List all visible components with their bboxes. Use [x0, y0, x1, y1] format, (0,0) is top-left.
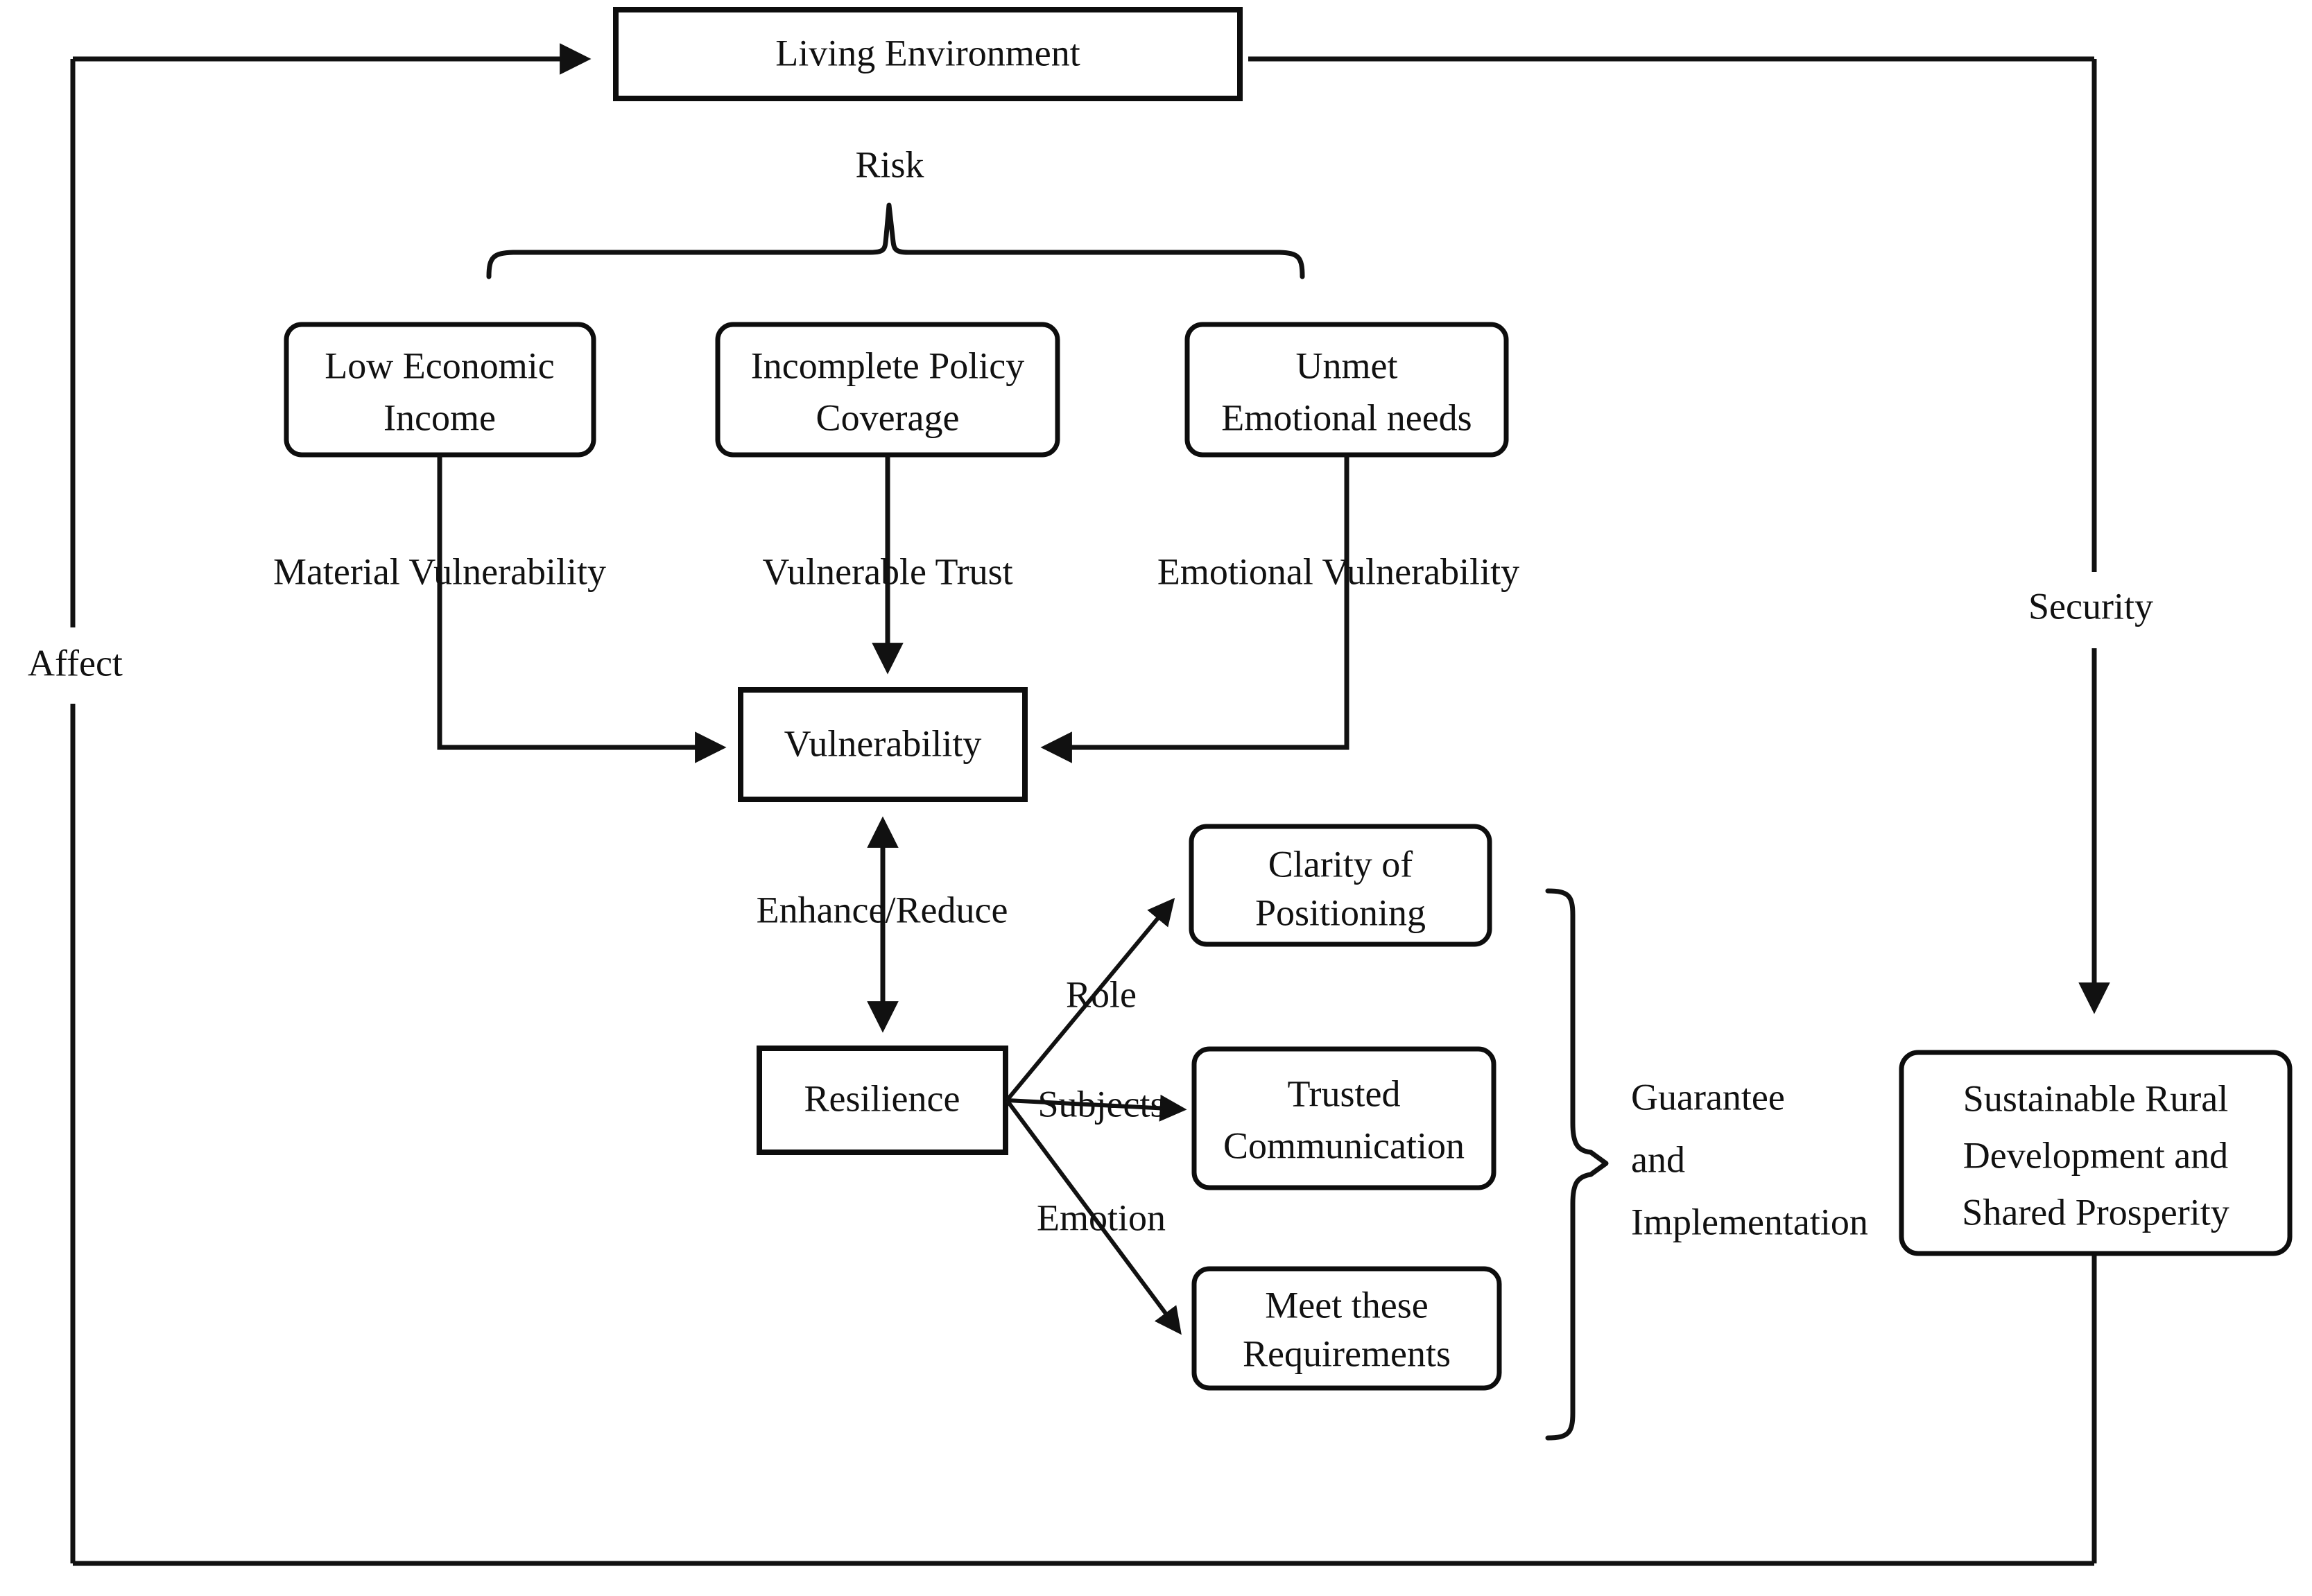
edge-low-income-to-vulnerability — [437, 455, 727, 763]
edge-label-guarantee-line1: Guarantee — [1631, 1076, 1785, 1118]
node-resilience-box[interactable] — [757, 1046, 1008, 1155]
node-clarity-label-line1: Clarity of — [1268, 843, 1413, 885]
edge-label-role: Role — [1066, 973, 1137, 1015]
affect-label-backdrop — [17, 627, 153, 704]
node-vulnerability-label: Vulnerability — [784, 722, 982, 764]
edge-label-vulnerable-trust: Vulnerable Trust — [762, 550, 1012, 592]
node-low-economic-income-label-line2: Income — [383, 397, 496, 438]
edge-label-risk: Risk — [855, 144, 924, 185]
edge-label-security: Security — [2028, 585, 2153, 627]
node-meet-requirements-label-line2: Requirements — [1243, 1333, 1451, 1374]
edge-resilience-to-clarity — [1005, 897, 1175, 1102]
edge-label-enhance-reduce: Enhance/Reduce — [757, 889, 1008, 930]
node-trusted-communication-box[interactable] — [1191, 1046, 1496, 1190]
brace-guarantee-implementation — [1545, 888, 1609, 1441]
node-unmet-emotional-needs-label-line1: Unmet — [1296, 345, 1398, 386]
edge-label-material-vulnerability: Material Vulnerability — [273, 550, 606, 592]
node-incomplete-policy-coverage-label-line2: Coverage — [816, 397, 960, 438]
node-low-economic-income-label-line1: Low Economic — [325, 345, 554, 386]
node-vulnerability-box[interactable] — [738, 687, 1028, 802]
node-living-environment-box[interactable] — [613, 7, 1243, 101]
edge-label-guarantee-line2: and — [1631, 1138, 1685, 1180]
node-meet-requirements-label-line1: Meet these — [1265, 1284, 1428, 1326]
node-outcome-label-line3: Shared Prosperity — [1962, 1191, 2229, 1233]
node-resilience-label: Resilience — [804, 1077, 960, 1119]
edge-resilience-to-trusted-communication — [1006, 1094, 1187, 1122]
edge-resilience-to-requirements — [1005, 1099, 1182, 1335]
node-incomplete-policy-coverage-label-line1: Incomplete Policy — [751, 345, 1024, 386]
node-clarity-of-positioning-box[interactable] — [1189, 824, 1492, 947]
node-outcome-label-line1: Sustainable Rural — [1963, 1077, 2228, 1119]
node-trusted-communication-label-line1: Trusted — [1287, 1073, 1400, 1114]
feedback-loop-affect — [70, 43, 2094, 1566]
edge-label-subjects: Subjects — [1038, 1083, 1165, 1125]
edge-label-emotional-vulnerability: Emotional Vulnerability — [1157, 550, 1519, 592]
node-outcome-label-line2: Development and — [1963, 1134, 2228, 1176]
edge-emotional-needs-to-vulnerability — [1040, 455, 1349, 763]
node-clarity-label-line2: Positioning — [1255, 892, 1426, 933]
node-trusted-communication-label-line2: Communication — [1223, 1125, 1465, 1166]
security-label-backdrop — [2019, 572, 2200, 648]
edge-label-affect: Affect — [28, 642, 123, 684]
node-unmet-emotional-needs-label-line2: Emotional needs — [1221, 397, 1472, 438]
edge-label-emotion: Emotion — [1037, 1197, 1166, 1238]
edge-label-guarantee-line3: Implementation — [1631, 1201, 1868, 1242]
node-living-environment-label: Living Environment — [775, 32, 1080, 73]
node-sustainable-rural-development-box[interactable] — [1899, 1050, 2293, 1256]
feedback-loop-security — [1248, 56, 2110, 1563]
brace-risk-split — [486, 202, 1305, 279]
node-meet-requirements-box[interactable] — [1191, 1266, 1502, 1391]
